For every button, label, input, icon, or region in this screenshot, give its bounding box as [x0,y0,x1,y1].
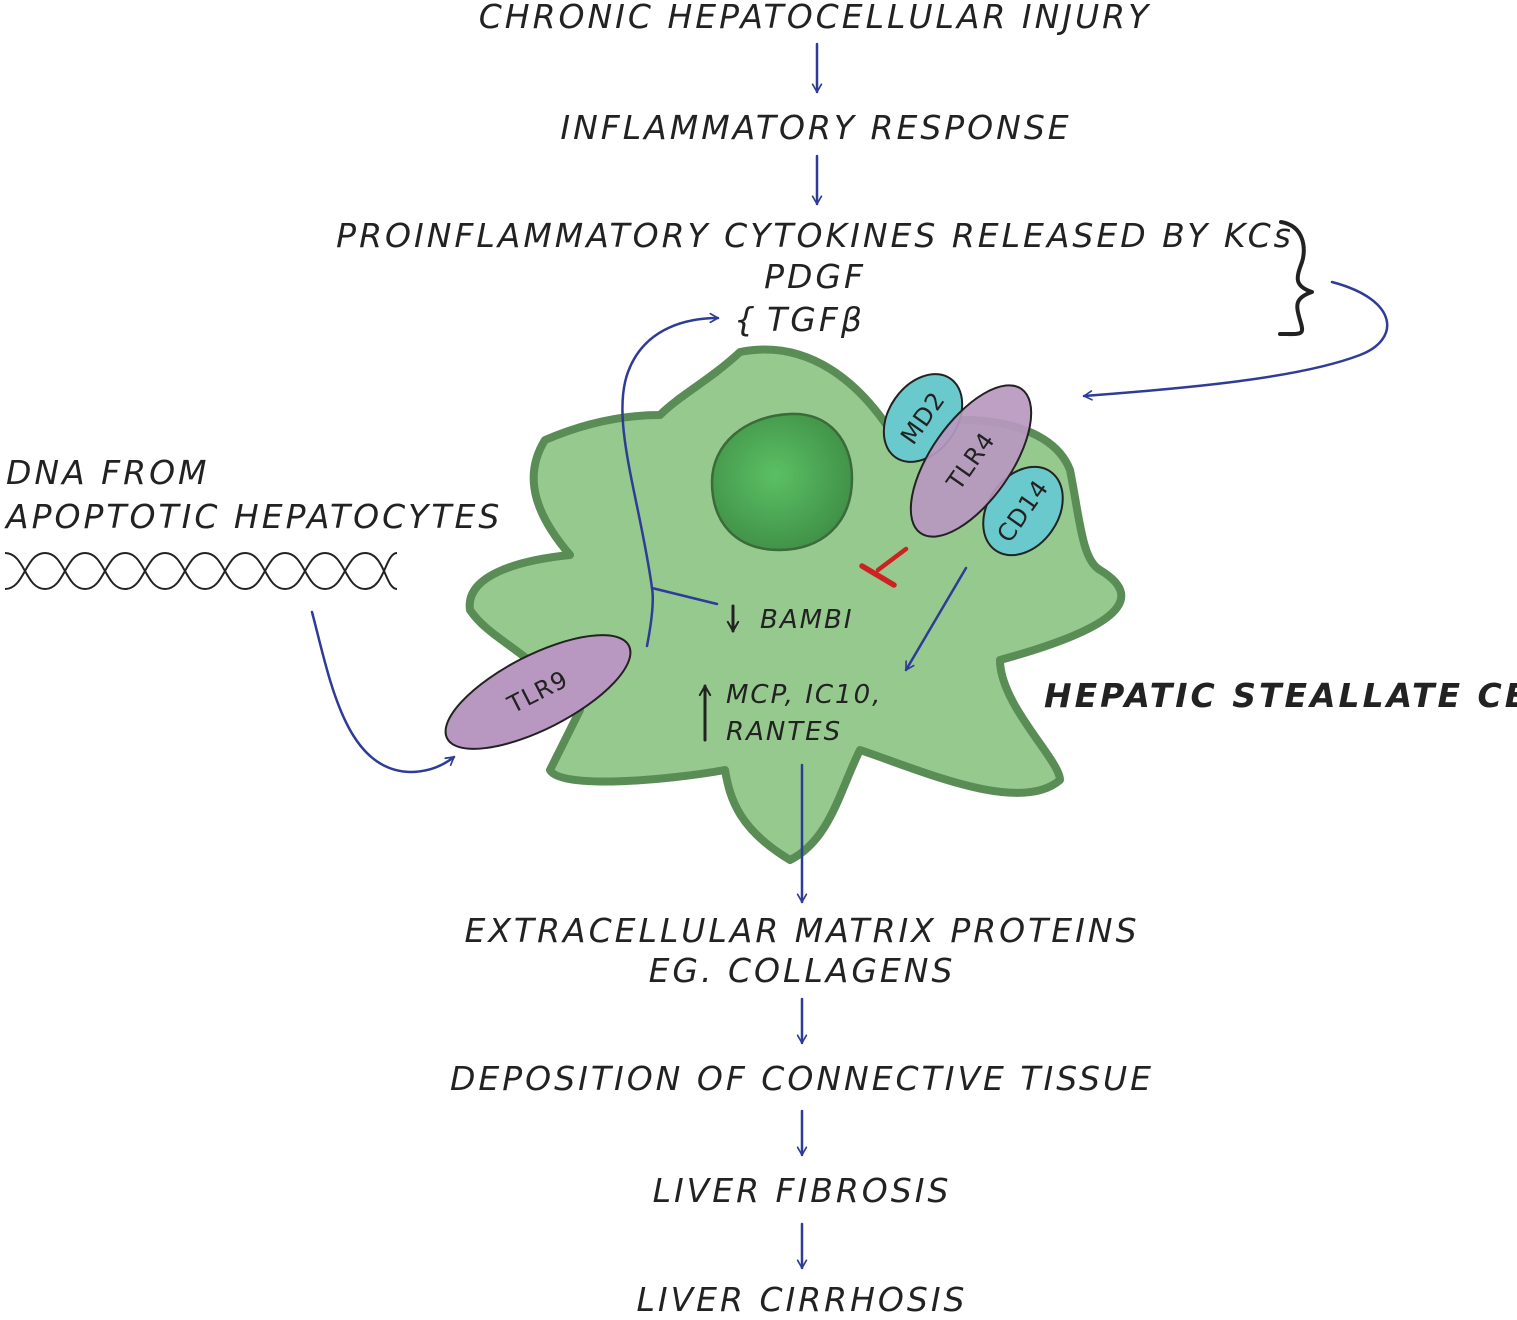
cytokine-to-tlr4-arrow [1082,280,1389,401]
chronic-injury-label: CHRONIC HEPATOCELLULAR INJURY [479,0,1152,36]
tgfb-label: TGFβ [767,300,865,339]
dna-helix-icon [4,551,398,591]
tlr9-to-tgfb-arrow [621,312,720,648]
deposition-label: DEPOSITION OF CONNECTIVE TISSUE [450,1059,1154,1098]
fibrosis-label: LIVER FIBROSIS [653,1171,952,1210]
cd14-receptor: CD14 [982,465,1064,557]
tlr4-receptor: TLR4 [909,384,1033,538]
chemokines-label-line2: RANTES [726,717,842,747]
bambi-label: BAMBI [760,605,854,635]
chemokines-label-line1: MCP, IC10, [726,680,882,710]
dna-label-line2: APOPTOTIC HEPATOCYTES [4,497,502,536]
nucleus [710,412,854,552]
hepatic-stellate-cell-label: HEPATIC STEALLATE CELL [1044,676,1517,715]
cytokine-brace [1278,220,1314,337]
ecm-label-line1: EXTRACELLULAR MATRIX PROTEINS [464,911,1139,950]
tlr4-to-chemokines-arrow [904,566,968,672]
pdgf-label: PDGF [764,257,866,296]
ecm-label-line2: EG. COLLAGENS [649,951,956,990]
dna-label-line1: DNA FROM [6,453,210,492]
tlr9-receptor: TLR9 [444,634,632,750]
inflammatory-response-label: INFLAMMATORY RESPONSE [560,108,1071,147]
cirrhosis-label: LIVER CIRRHOSIS [636,1280,967,1319]
tlr9-to-bambi-arrow [650,586,719,606]
dna-to-tlr9-arrow [310,610,456,774]
cytokines-label: PROINFLAMMATORY CYTOKINES RELEASED BY KC… [336,216,1294,255]
inhibition-symbol [859,546,909,588]
small-brace: { [734,300,758,339]
